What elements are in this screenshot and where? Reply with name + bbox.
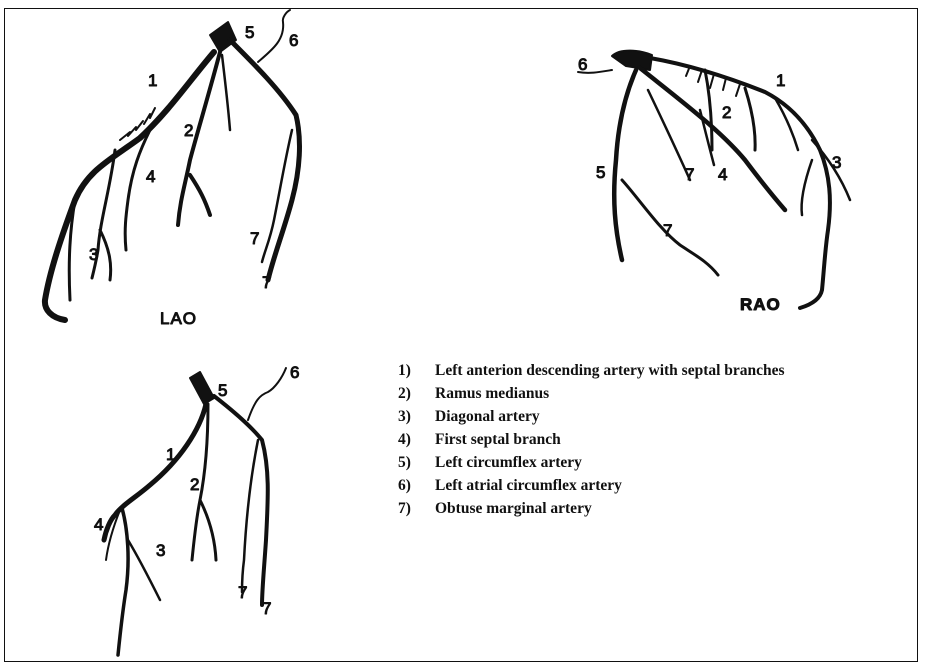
rao-view-label: RAO [740, 295, 781, 314]
bottom-label-3: 3 [156, 541, 165, 560]
legend-item: 7) Obtuse marginal artery [398, 500, 884, 518]
bottom-obtuse-marginal [242, 440, 258, 592]
bottom-label-6: 6 [290, 363, 299, 382]
rao-circumflex-artery [614, 70, 636, 260]
legend-number: 6) [398, 477, 435, 495]
legend-text: Obtuse marginal artery [435, 500, 884, 518]
rao-label-3: 3 [832, 153, 841, 172]
lao-label-3: 3 [89, 245, 98, 264]
legend-number: 4) [398, 431, 435, 449]
rao-view: 1 2 3 4 5 6 7 7 RAO [578, 51, 850, 314]
bottom-view: 1 2 3 4 5 6 7 7 [94, 363, 299, 655]
rao-label-7a: 7 [685, 165, 694, 184]
lao-view: 1 2 3 4 5 6 7 7 LAO [45, 10, 300, 328]
legend-number: 7) [398, 500, 435, 518]
bottom-label-4: 4 [94, 515, 103, 534]
lao-ramus-branch [222, 55, 230, 130]
bottom-diagonal-artery [118, 508, 128, 655]
legend-text: Left atrial circumflex artery [435, 477, 884, 495]
bottom-label-1: 1 [166, 445, 175, 464]
lao-atrial-circumflex [258, 10, 290, 62]
legend-text: Left anterion descending artery with sep… [435, 362, 884, 380]
rao-label-2: 2 [722, 103, 731, 122]
legend-item: 3) Diagonal artery [398, 408, 884, 426]
lao-view-label: LAO [160, 309, 197, 328]
bottom-label-7b: 7 [262, 599, 271, 618]
legend-item: 4) First septal branch [398, 431, 884, 449]
legend-number: 5) [398, 454, 435, 472]
legend-item: 1) Left anterion descending artery with … [398, 362, 884, 380]
lao-left-main [210, 22, 236, 52]
legend-text: First septal branch [435, 431, 884, 449]
lao-label-6: 6 [289, 31, 298, 50]
rao-label-6: 6 [578, 55, 587, 74]
legend-number: 2) [398, 385, 435, 403]
bottom-left-main [190, 372, 214, 404]
artery-legend: 1) Left anterion descending artery with … [398, 362, 884, 523]
rao-label-1: 1 [776, 71, 785, 90]
rao-left-main [612, 51, 652, 70]
rao-label-7b: 7 [663, 221, 672, 240]
legend-number: 1) [398, 362, 435, 380]
rao-lad-branch-b [745, 88, 755, 150]
legend-number: 3) [398, 408, 435, 426]
bottom-circumflex-artery [214, 396, 268, 605]
legend-text: Left circumflex artery [435, 454, 884, 472]
rao-label-5: 5 [596, 163, 605, 182]
rao-label-4: 4 [718, 165, 727, 184]
bottom-label-5: 5 [218, 381, 227, 400]
lao-circumflex-artery [230, 40, 299, 280]
lao-label-5: 5 [245, 23, 254, 42]
lao-label-4: 4 [146, 167, 155, 186]
lao-label-2: 2 [184, 121, 193, 140]
legend-item: 5) Left circumflex artery [398, 454, 884, 472]
bottom-label-7a: 7 [238, 583, 247, 602]
legend-text: Ramus medianus [435, 385, 884, 403]
lao-label-7a: 7 [250, 229, 259, 248]
legend-item: 2) Ramus medianus [398, 385, 884, 403]
lao-label-1: 1 [148, 71, 157, 90]
lao-septal-branches [120, 108, 155, 140]
bottom-label-2: 2 [190, 475, 199, 494]
bottom-atrial-circumflex [248, 368, 286, 420]
legend-text: Diagonal artery [435, 408, 884, 426]
bottom-lad-artery [104, 404, 206, 540]
legend-item: 6) Left atrial circumflex artery [398, 477, 884, 495]
lao-label-7b: 7 [262, 273, 271, 292]
